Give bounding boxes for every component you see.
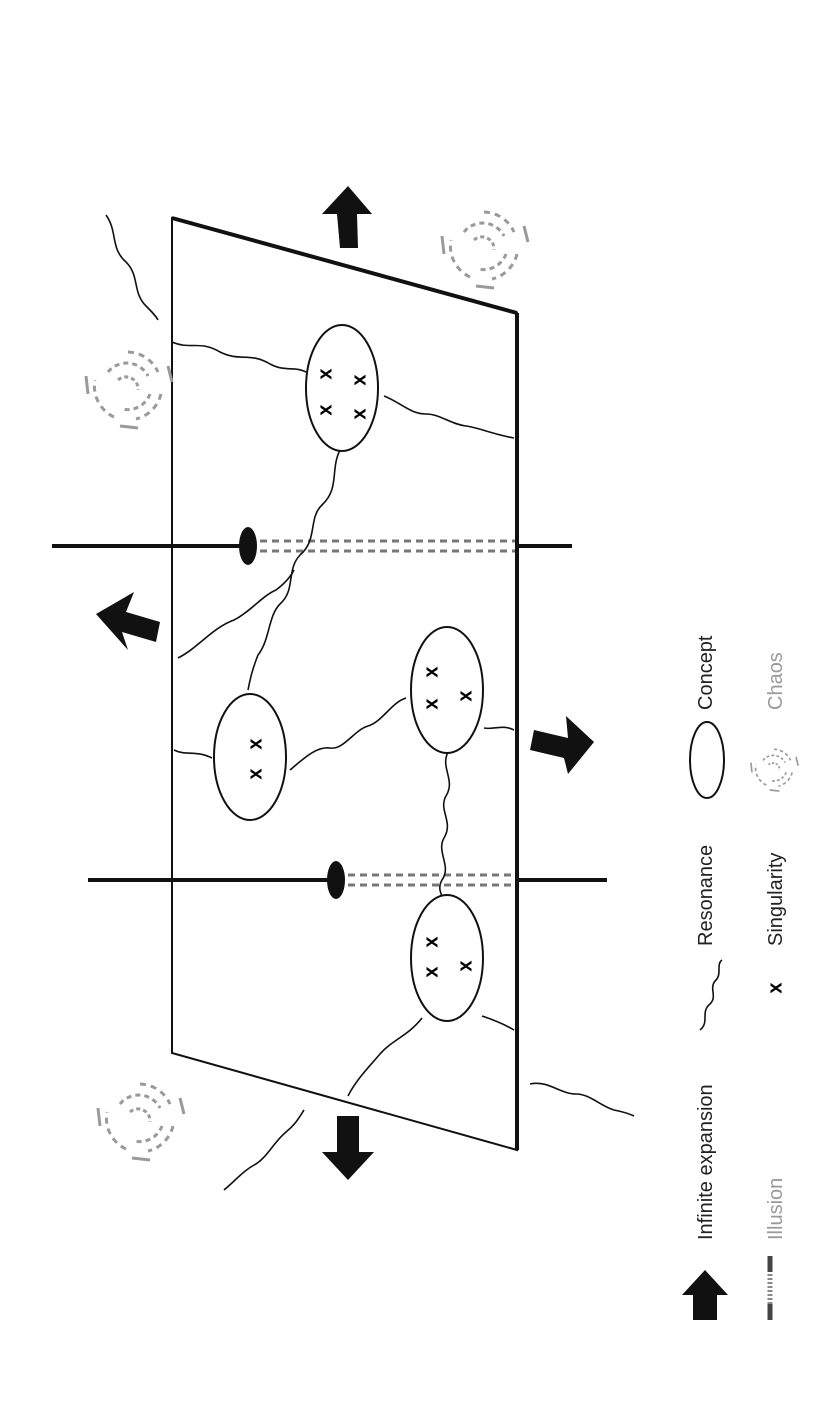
singularity-icon: x — [420, 698, 442, 709]
plane-edge-top — [171, 216, 518, 315]
legend-arrow-icon — [682, 1270, 728, 1320]
legend-label-illusion: Illusion — [765, 1178, 787, 1240]
expansion-arrow-upper-left — [96, 592, 160, 650]
illusion-axis-lower — [88, 861, 607, 899]
resonance-line — [347, 1017, 423, 1097]
legend-singularity-icon: x — [764, 982, 786, 993]
resonance-line — [529, 1082, 635, 1117]
resonance-lines — [105, 214, 635, 1191]
resonance-line — [177, 569, 295, 659]
chaos-symbol — [96, 1082, 186, 1162]
concept-3: x x x — [410, 626, 484, 754]
concept-2: x x — [213, 693, 287, 821]
singularity-icon: x — [348, 374, 370, 385]
concept-1: x x x x — [305, 324, 379, 452]
legend-label-resonance: Resonance — [695, 845, 717, 946]
resonance-line — [171, 341, 307, 373]
singularity-icon: x — [314, 368, 336, 379]
expansion-arrow-bottom — [322, 1116, 374, 1180]
singularity-icon: x — [244, 738, 266, 749]
legend-chaos-icon — [750, 748, 800, 792]
legend-label-singularity: Singularity — [765, 853, 787, 946]
resonance-line — [223, 1109, 305, 1191]
expansion-arrow-top — [322, 186, 372, 248]
legend-label-infinite-expansion: Infinite expansion — [695, 1084, 717, 1240]
resonance-line — [105, 214, 159, 321]
illusion-dot-lower — [327, 861, 345, 899]
chaos-symbol — [84, 350, 174, 430]
legend-resonance-icon — [699, 959, 723, 1031]
singularity-icon: x — [420, 966, 442, 977]
singularity-icon: x — [454, 690, 476, 701]
singularity-icon: x — [420, 936, 442, 947]
resonance-line — [439, 751, 451, 907]
singularity-icon: x — [348, 408, 370, 419]
concept-4: x x x — [410, 894, 484, 1022]
legend: Infinite expansion Resonance Concept Ill… — [682, 635, 800, 1320]
resonance-line — [481, 1015, 515, 1031]
resonance-line — [173, 749, 213, 759]
legend-label-concept: Concept — [695, 635, 717, 710]
singularity-icon: x — [314, 404, 336, 415]
singularity-icon: x — [454, 960, 476, 971]
illusion-dot-upper — [239, 527, 257, 565]
legend-label-chaos: Chaos — [765, 652, 787, 710]
resonance-line — [383, 395, 515, 439]
illusion-axis-upper — [52, 527, 572, 565]
singularity-icon: x — [420, 666, 442, 677]
resonance-line — [483, 726, 515, 731]
legend-concept-icon — [689, 721, 725, 799]
expansion-arrow-right — [530, 716, 594, 774]
resonance-line — [289, 697, 407, 771]
singularity-icon: x — [244, 768, 266, 779]
chaos-symbol — [440, 210, 530, 290]
